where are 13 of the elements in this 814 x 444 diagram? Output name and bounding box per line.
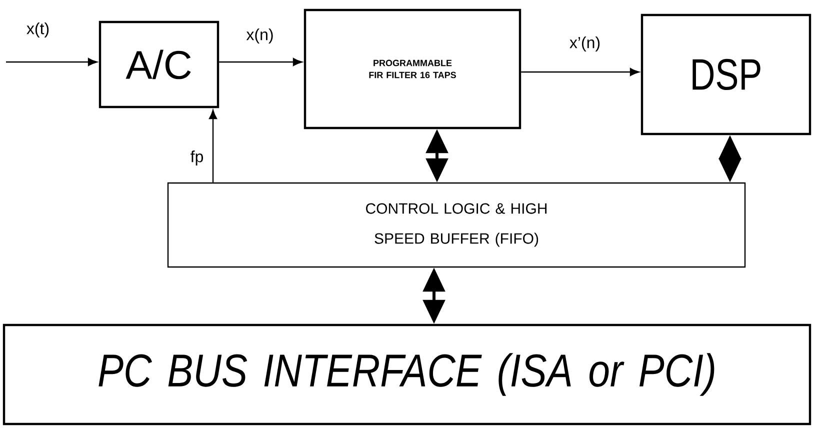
edge-label: x(n) [246,28,273,44]
filter-box: PROGRAMMABLE FIR FILTER 16 TAPS [304,8,522,130]
arrow [6,58,98,66]
edge-label: fp [190,150,203,166]
arrow [209,110,218,182]
converter-box: A/C [98,20,220,108]
processor-box: DSP [640,14,812,136]
bus-interface-box: PC BUS INTERFACE (ISA or PCI) [2,324,812,426]
edge-label: x’(n) [570,36,600,52]
edge-label: x(t) [26,22,49,38]
control-logic-box: CONTROL LOGIC & HIGH SPEED BUFFER (FIFO) [167,182,746,268]
arrow [219,58,302,66]
arrow [521,68,640,76]
